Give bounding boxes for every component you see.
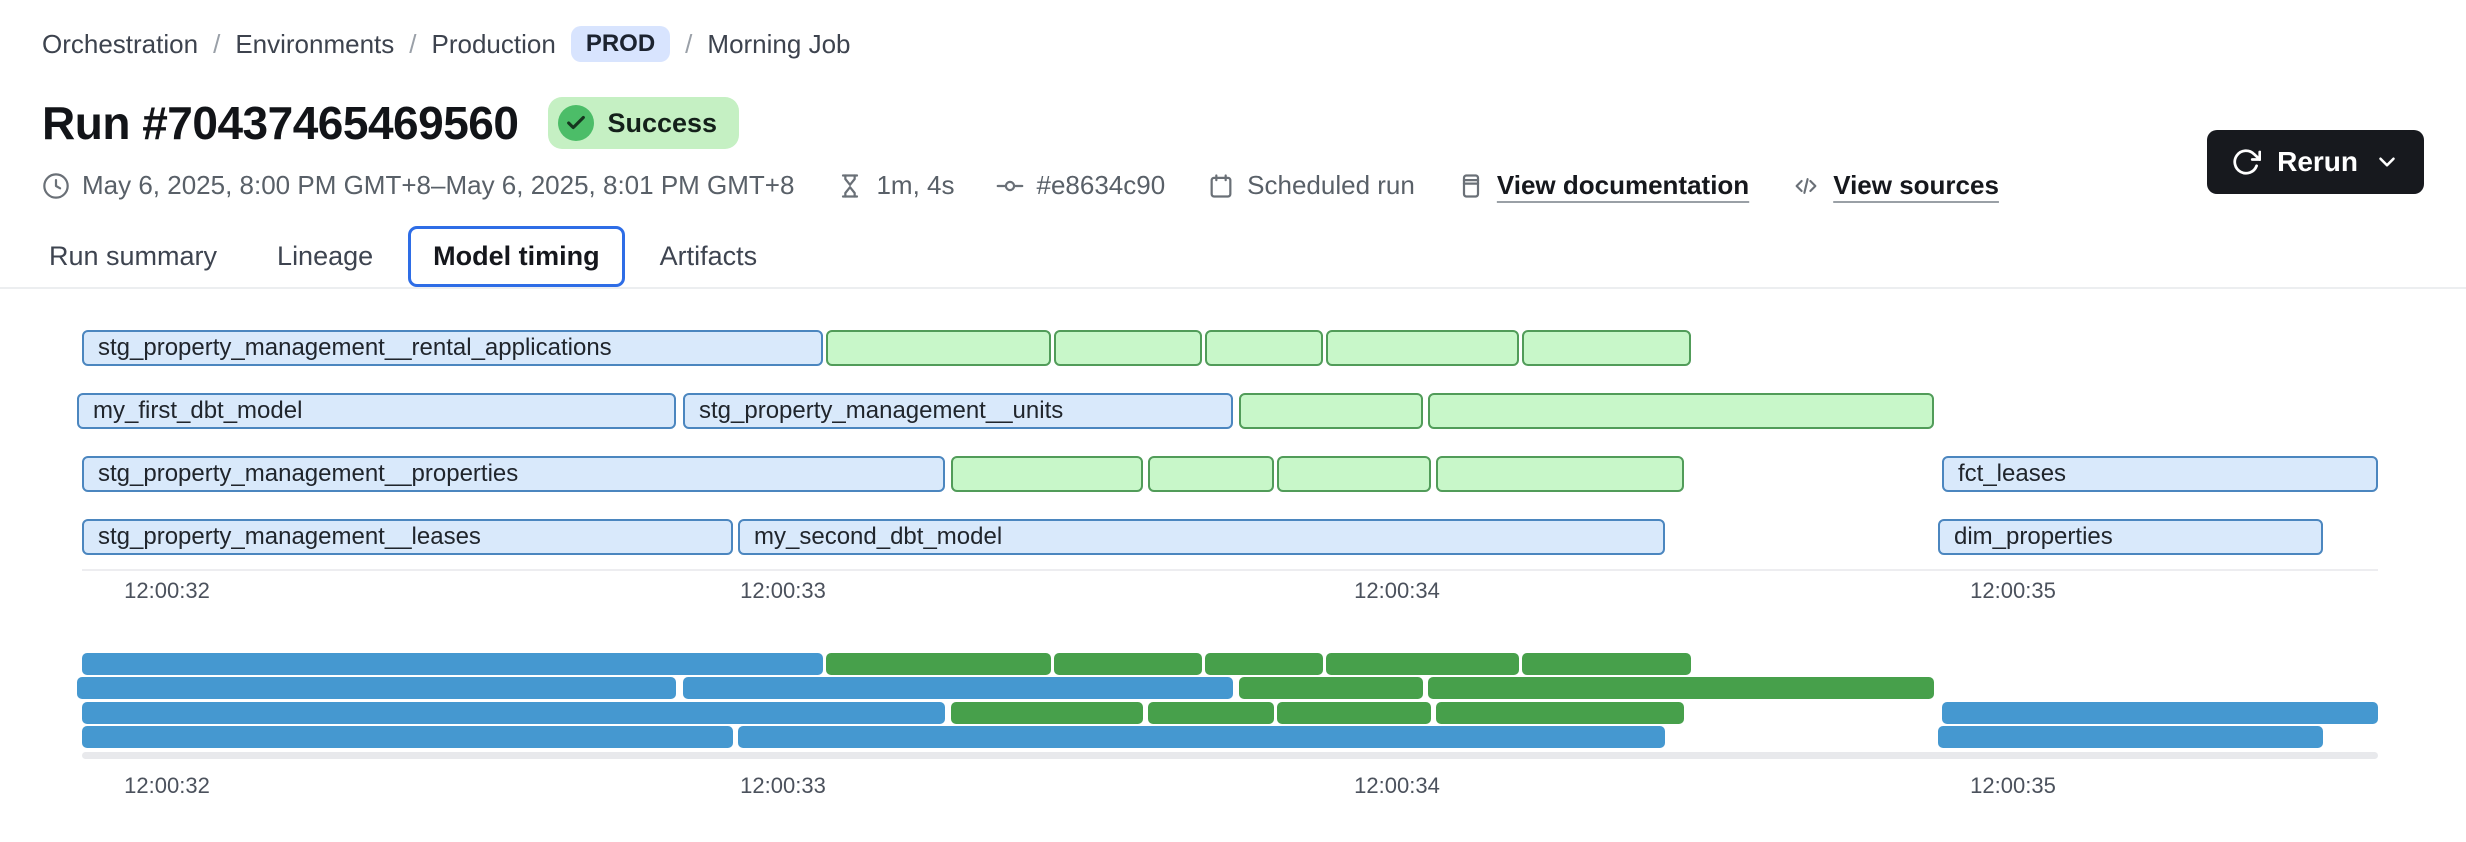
gantt-bar-label: my_first_dbt_model bbox=[93, 397, 303, 424]
run-trigger-label: Scheduled run bbox=[1247, 170, 1415, 200]
view-documentation-link[interactable]: View documentation bbox=[1496, 170, 1750, 200]
gantt-bar[interactable] bbox=[951, 456, 1143, 492]
tabs-bottom-border bbox=[0, 287, 2466, 289]
view-documentation[interactable]: View documentation bbox=[1457, 170, 1749, 201]
minimap-bar[interactable] bbox=[1277, 702, 1431, 724]
document-icon bbox=[1457, 172, 1485, 200]
minimap-bar[interactable] bbox=[1938, 726, 2323, 748]
run-commit-label: #e8634c90 bbox=[1036, 170, 1166, 200]
gantt-bar-label: fct_leases bbox=[1958, 460, 2067, 487]
gantt-bar[interactable] bbox=[1054, 330, 1202, 366]
title-row: Run #70437465469560 Success bbox=[42, 96, 740, 150]
breadcrumb-item-orchestration[interactable]: Orchestration bbox=[42, 28, 199, 59]
run-tabs: Run summary Lineage Model timing Artifac… bbox=[24, 226, 782, 287]
minimap-bar[interactable] bbox=[1148, 702, 1274, 724]
status-badge: Success bbox=[548, 97, 740, 149]
gantt-axis-label: 12:00:33 bbox=[740, 578, 826, 603]
rerun-button[interactable]: Rerun bbox=[2207, 130, 2424, 194]
minimap-axis-label: 12:00:32 bbox=[124, 773, 210, 798]
gantt-bar-stg_property_management__leases[interactable]: stg_property_management__leases bbox=[82, 519, 733, 555]
page-title: Run #70437465469560 bbox=[42, 97, 519, 149]
gantt-bar-fct_leases[interactable]: fct_leases bbox=[1942, 456, 2378, 492]
environment-prod-badge: PROD bbox=[570, 26, 671, 62]
tab-model-timing[interactable]: Model timing bbox=[408, 226, 625, 287]
tab-artifacts[interactable]: Artifacts bbox=[659, 241, 758, 271]
breadcrumb-separator: / bbox=[409, 28, 417, 59]
minimap-bar[interactable] bbox=[1205, 653, 1323, 675]
minimap-axis-label: 12:00:34 bbox=[1354, 773, 1440, 798]
minimap-bar[interactable] bbox=[738, 726, 1665, 748]
gantt-bar-label: stg_property_management__units bbox=[699, 397, 1064, 424]
minimap-bar[interactable] bbox=[683, 677, 1233, 699]
minimap-bar[interactable] bbox=[1428, 677, 1934, 699]
gantt-bar-stg_property_management__properties[interactable]: stg_property_management__properties bbox=[82, 456, 945, 492]
clock-icon bbox=[42, 172, 70, 200]
minimap-bar[interactable] bbox=[1054, 653, 1202, 675]
breadcrumb: Orchestration / Environments / Productio… bbox=[42, 26, 850, 62]
gantt-bar-label: my_second_dbt_model bbox=[754, 523, 1003, 550]
gantt-bar-label: stg_property_management__leases bbox=[98, 523, 481, 550]
minimap-bar[interactable] bbox=[77, 677, 676, 699]
minimap-axis-label: 12:00:33 bbox=[740, 773, 826, 798]
run-time-range: May 6, 2025, 8:00 PM GMT+8–May 6, 2025, … bbox=[42, 170, 794, 201]
gantt-bar[interactable] bbox=[826, 330, 1051, 366]
refresh-icon bbox=[2231, 147, 2262, 177]
rerun-button-label: Rerun bbox=[2277, 146, 2358, 177]
minimap-bar[interactable] bbox=[826, 653, 1051, 675]
run-time-range-label: May 6, 2025, 8:00 PM GMT+8–May 6, 2025, … bbox=[82, 170, 795, 200]
hourglass-icon bbox=[836, 172, 864, 200]
run-commit: #e8634c90 bbox=[996, 170, 1165, 201]
run-trigger: Scheduled run bbox=[1207, 170, 1415, 201]
gantt-bar-label: stg_property_management__properties bbox=[98, 460, 519, 487]
run-duration: 1m, 4s bbox=[836, 170, 954, 201]
minimap-bar[interactable] bbox=[1326, 653, 1519, 675]
minimap-bar[interactable] bbox=[951, 702, 1143, 724]
gantt-bar[interactable] bbox=[1277, 456, 1431, 492]
calendar-icon bbox=[1207, 172, 1235, 200]
gantt-bar-my_second_dbt_model[interactable]: my_second_dbt_model bbox=[738, 519, 1665, 555]
gantt-bar-stg_property_management__units[interactable]: stg_property_management__units bbox=[683, 393, 1233, 429]
breadcrumb-item-morning-job: Morning Job bbox=[707, 28, 851, 59]
minimap-bar[interactable] bbox=[1239, 677, 1423, 699]
gantt-bar-my_first_dbt_model[interactable]: my_first_dbt_model bbox=[77, 393, 676, 429]
tab-run-summary[interactable]: Run summary bbox=[49, 241, 218, 271]
gantt-bar-label: stg_property_management__rental_applicat… bbox=[98, 334, 612, 361]
view-sources-link[interactable]: View sources bbox=[1833, 170, 1999, 200]
gantt-bar[interactable] bbox=[1148, 456, 1274, 492]
gantt-bar[interactable] bbox=[1326, 330, 1519, 366]
minimap-bar[interactable] bbox=[1942, 702, 2378, 724]
minimap-bar[interactable] bbox=[82, 726, 733, 748]
minimap-axis-label: 12:00:35 bbox=[1970, 773, 2056, 798]
code-icon bbox=[1791, 171, 1821, 201]
breadcrumb-separator: / bbox=[213, 28, 221, 59]
gantt-bar[interactable] bbox=[1205, 330, 1323, 366]
minimap-bar[interactable] bbox=[82, 702, 945, 724]
gantt-bar[interactable] bbox=[1239, 393, 1423, 429]
gantt-bar[interactable] bbox=[1436, 456, 1684, 492]
minimap-bar[interactable] bbox=[1522, 653, 1691, 675]
gantt-bar[interactable] bbox=[1428, 393, 1934, 429]
breadcrumb-item-production[interactable]: Production bbox=[431, 28, 556, 59]
tab-lineage[interactable]: Lineage bbox=[277, 241, 374, 271]
run-meta-row: May 6, 2025, 8:00 PM GMT+8–May 6, 2025, … bbox=[42, 170, 1999, 201]
chevron-down-icon bbox=[2374, 149, 2400, 175]
gantt-axis-label: 12:00:32 bbox=[124, 578, 210, 603]
success-check-icon bbox=[558, 105, 595, 141]
run-duration-label: 1m, 4s bbox=[876, 170, 955, 200]
minimap-bar[interactable] bbox=[82, 653, 823, 675]
minimap-bar[interactable] bbox=[1436, 702, 1684, 724]
gantt-baseline bbox=[82, 569, 2378, 571]
minimap-scroll-track[interactable] bbox=[82, 752, 2378, 759]
gantt-bar-label: dim_properties bbox=[1954, 523, 2113, 550]
commit-icon bbox=[996, 172, 1024, 200]
view-sources[interactable]: View sources bbox=[1791, 170, 1999, 201]
gantt-axis-label: 12:00:34 bbox=[1354, 578, 1440, 603]
gantt-bar[interactable] bbox=[1522, 330, 1691, 366]
gantt-bar-dim_properties[interactable]: dim_properties bbox=[1938, 519, 2323, 555]
gantt-axis-label: 12:00:35 bbox=[1970, 578, 2056, 603]
gantt-bar-stg_property_management__rental_applications[interactable]: stg_property_management__rental_applicat… bbox=[82, 330, 823, 366]
breadcrumb-item-environments[interactable]: Environments bbox=[235, 28, 395, 59]
breadcrumb-separator: / bbox=[685, 28, 693, 59]
status-badge-label: Success bbox=[607, 107, 718, 138]
